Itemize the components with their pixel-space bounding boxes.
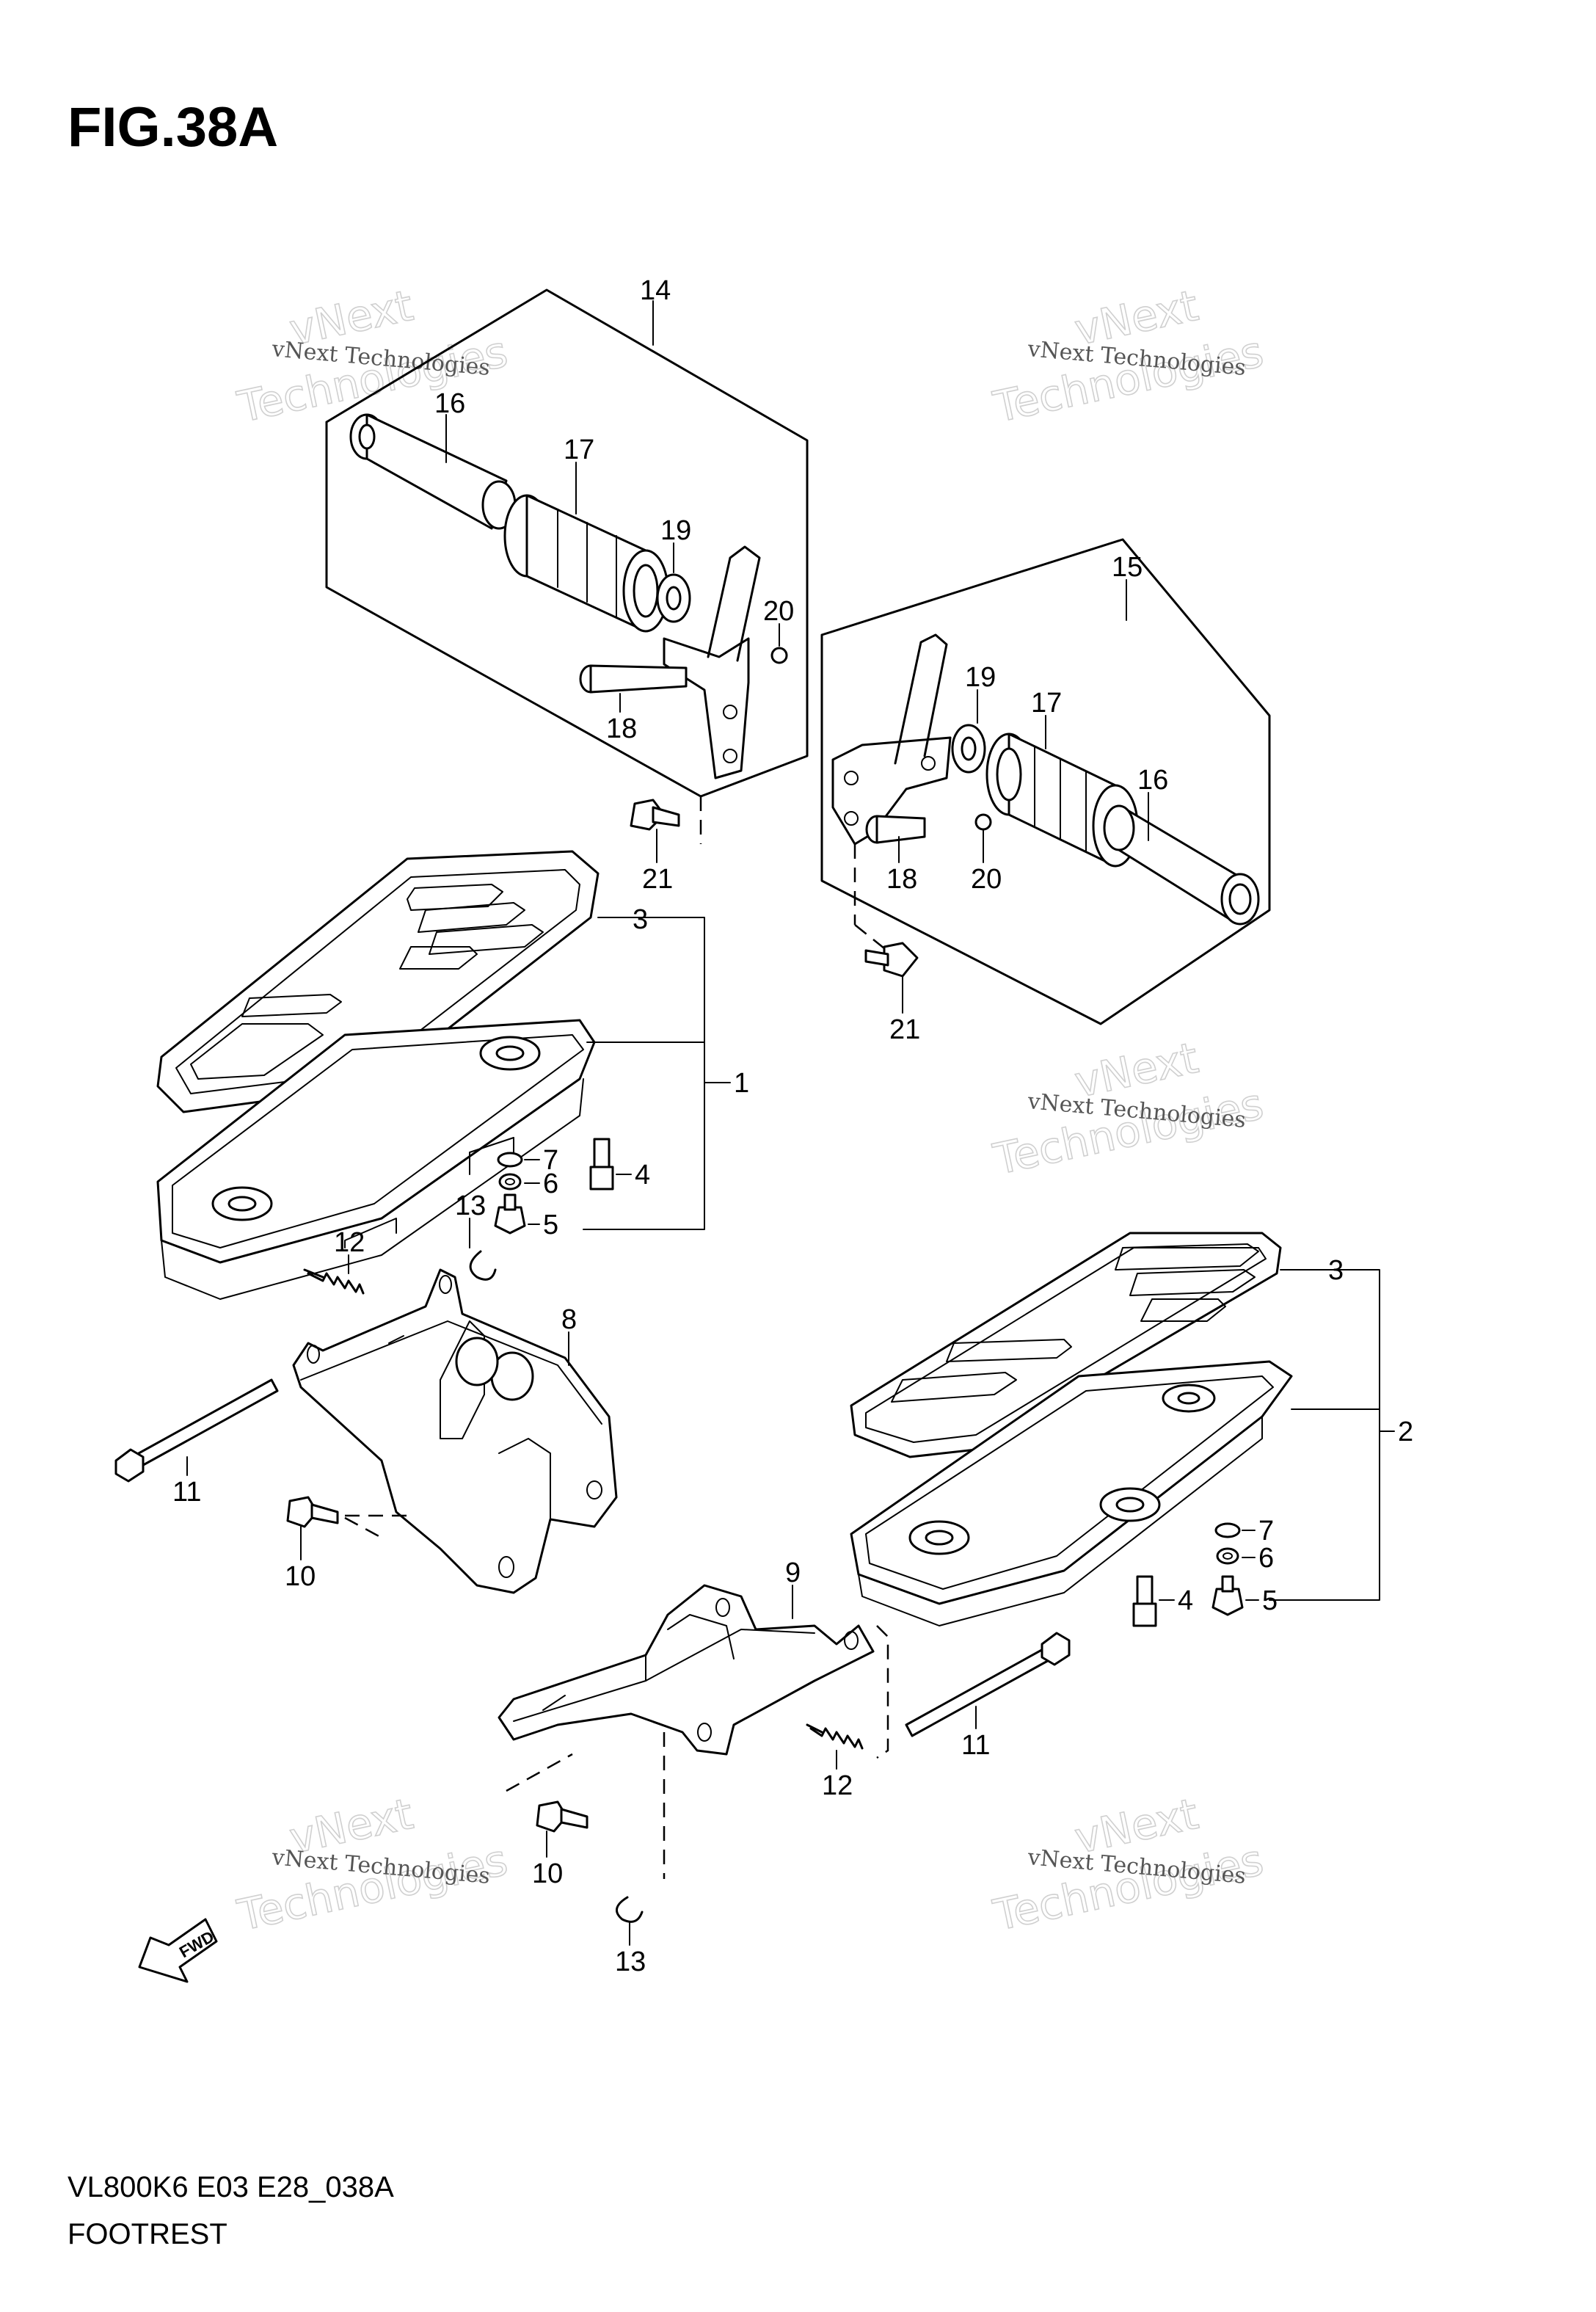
callout-8: 8: [561, 1304, 577, 1335]
callout-16-left: 16: [434, 388, 465, 419]
callout-3-right: 3: [1328, 1255, 1344, 1286]
callout-17-left: 17: [564, 435, 594, 465]
figure-title: FIG.38A: [68, 96, 279, 159]
callout-2: 2: [1398, 1417, 1413, 1447]
spring-12-left: [303, 1268, 365, 1295]
callout-18-right: 18: [886, 864, 917, 895]
callout-19-right: 19: [965, 662, 996, 693]
washer-7-right: [1214, 1522, 1241, 1538]
kit-14-outline: [325, 288, 809, 798]
kit-15-group: [820, 538, 1271, 1025]
callout-7-right: 7: [1258, 1516, 1274, 1546]
bracket-line-2-right: [1269, 1269, 1380, 1601]
clip-20-right: [974, 813, 992, 831]
callout-5-right: 5: [1262, 1585, 1278, 1616]
callout-21-left: 21: [642, 864, 673, 895]
long-bolt-11-left: [114, 1378, 279, 1483]
callout-7-left: 7: [543, 1145, 558, 1176]
callout-10-right: 10: [532, 1858, 563, 1889]
callout-13-right: 13: [615, 1946, 646, 1977]
dash-10-left-2: [344, 1516, 382, 1539]
callout-13-left: 13: [455, 1190, 486, 1221]
nut-6-left: [498, 1173, 522, 1190]
spring-12-right: [806, 1723, 864, 1750]
section-name: FOOTREST: [68, 2218, 227, 2250]
kit-15-outline: [820, 538, 1271, 1025]
pin-16-left: [349, 413, 517, 530]
callout-4-left: 4: [635, 1160, 650, 1190]
watermark-bottom-left: Technologies vNext vNext Technologies: [233, 1788, 512, 1941]
callout-10-left: 10: [285, 1561, 316, 1592]
bolt-10-right: [536, 1800, 589, 1833]
callout-14: 14: [640, 275, 671, 306]
dash-21-right-2: [854, 924, 892, 955]
rubber-pad-3-right: [850, 1232, 1282, 1458]
callout-11-left: 11: [172, 1477, 201, 1508]
kit-14-group: [325, 288, 809, 798]
pin-18-right: [865, 815, 926, 844]
model-code: VL800K6 E03 E28_038A: [68, 2171, 394, 2203]
circlip-13-left: [469, 1250, 497, 1281]
nut-6-right: [1216, 1547, 1239, 1565]
bracket-right: [831, 633, 952, 846]
callout-5-left: 5: [543, 1210, 558, 1240]
footboard-1-group: [156, 850, 600, 1300]
callout-16-right: 16: [1137, 765, 1168, 796]
callout-18-left: 18: [606, 713, 637, 744]
callout-4-right: 4: [1178, 1585, 1193, 1616]
watermark-top-left: Technologies vNext vNext Technologies: [233, 280, 512, 433]
stud-4-left: [589, 1138, 614, 1190]
callout-6-right: 6: [1258, 1543, 1274, 1574]
callout-12-left: 12: [334, 1227, 365, 1258]
washer-19-right: [951, 724, 986, 774]
bolt-21-right: [864, 942, 919, 978]
callout-11-right: 11: [961, 1730, 990, 1761]
callout-21-right: 21: [889, 1014, 920, 1045]
callout-3-left: 3: [633, 904, 648, 935]
bolt-10-left: [286, 1496, 339, 1528]
rubber-17-left: [503, 494, 669, 633]
pin-16-right: [1103, 804, 1260, 926]
callout-17-right: 17: [1031, 688, 1062, 719]
washer-19-left: [656, 573, 691, 623]
callout-20-left: 20: [763, 596, 794, 627]
callout-12-right: 12: [822, 1770, 853, 1801]
long-bolt-11-right: [905, 1632, 1071, 1737]
pin-18-left: [579, 664, 688, 694]
callout-labels: 14 16 17 19 20 18 21 15 19 17 16 18 20 2…: [172, 275, 1413, 1977]
dash-10-right: [506, 1753, 573, 1792]
callout-19-left: 19: [660, 515, 691, 546]
circlip-13-right: [616, 1896, 644, 1923]
clip-20-left: [770, 647, 788, 664]
footboard-base-left: [156, 1019, 596, 1300]
watermark-top-right: Technologies vNext vNext Technologies: [988, 280, 1268, 433]
rubber-pad-3-left: [156, 850, 600, 1113]
watermark-bottom-right: Technologies vNext vNext Technologies: [988, 1788, 1268, 1941]
stud-4-right: [1132, 1575, 1157, 1627]
bracket-9: [498, 1584, 875, 1756]
bolt-5-right: [1211, 1575, 1244, 1616]
callout-1: 1: [734, 1068, 749, 1099]
dash-11-right: [876, 1625, 889, 1759]
callout-20-right: 20: [971, 864, 1002, 895]
bolt-5-left: [494, 1193, 526, 1235]
fwd-arrow-icon: FWD: [138, 1918, 218, 1983]
footboard-2-group: [850, 1232, 1293, 1626]
bolt-21-left: [630, 799, 680, 831]
watermark-mid-right: Technologies vNext vNext Technologies: [988, 1032, 1268, 1185]
callout-6-left: 6: [543, 1168, 558, 1199]
footboard-base-right: [850, 1360, 1293, 1626]
bracket-8: [292, 1268, 618, 1594]
washer-7-left: [497, 1152, 523, 1168]
callout-15: 15: [1112, 552, 1143, 583]
callout-9: 9: [785, 1557, 801, 1588]
